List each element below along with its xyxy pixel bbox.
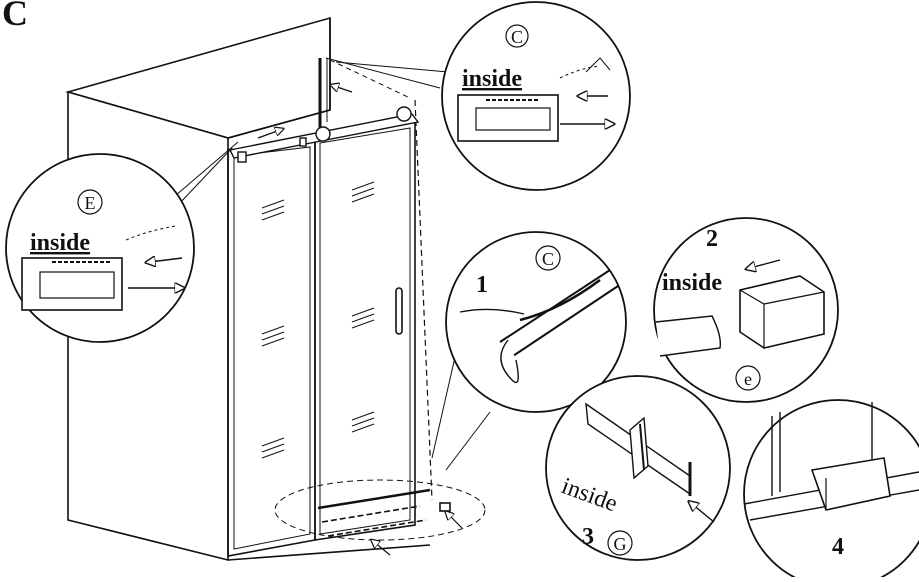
step2-number: 2 xyxy=(706,226,718,252)
left-part-letter: E xyxy=(85,193,96,213)
left-side-text: inside xyxy=(30,230,90,256)
step4-callout: 4 xyxy=(743,399,919,582)
step3-number: 3 xyxy=(582,524,594,550)
top-side-text: inside xyxy=(462,66,522,92)
top-part-letter: C xyxy=(511,27,523,47)
glass-hatch xyxy=(261,181,375,459)
step2-side-text: inside xyxy=(662,270,722,296)
left-detail-callout: E inside xyxy=(5,153,195,343)
step1-part-letter: C xyxy=(542,249,554,269)
step2-callout: 2 inside e xyxy=(653,217,839,403)
step1-callout: 1 C xyxy=(445,231,627,413)
step4-number: 4 xyxy=(832,534,844,560)
figure-label: C xyxy=(2,0,28,33)
step3-part-letter: G xyxy=(614,534,627,554)
step2-part-letter: e xyxy=(744,369,752,389)
top-rail xyxy=(228,106,420,163)
step1-number: 1 xyxy=(476,272,488,298)
step3-callout: inside 3 G xyxy=(545,375,731,561)
top-detail-callout: C inside xyxy=(441,1,631,191)
